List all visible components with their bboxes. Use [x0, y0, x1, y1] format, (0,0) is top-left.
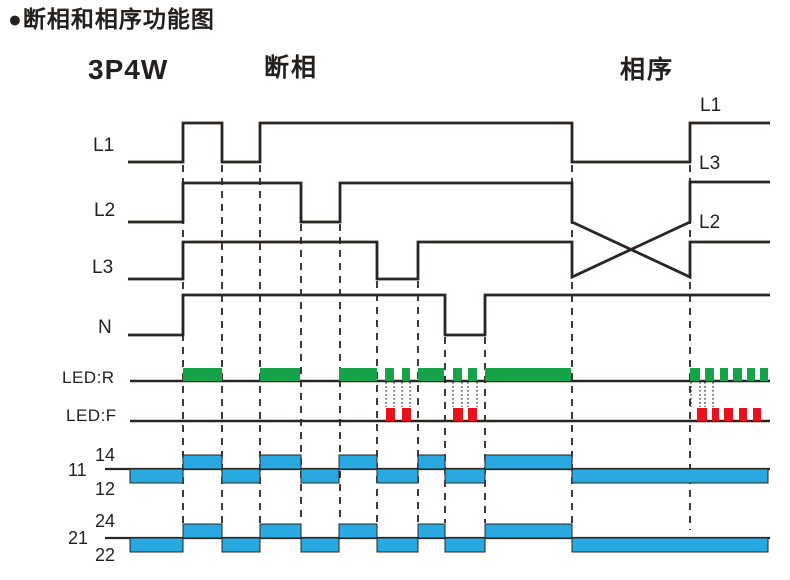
led-r-block — [453, 368, 462, 381]
relay-21-no-block — [417, 523, 446, 539]
led-f-block — [724, 408, 733, 421]
relay-11-nc-block — [376, 468, 419, 484]
relay-11-no-block — [484, 454, 573, 470]
trace-l3 — [128, 180, 770, 281]
relay-11-nc-block — [221, 468, 261, 484]
led-f-block — [697, 408, 707, 421]
led-r-block — [418, 368, 444, 381]
led-fault-label: LED:F — [66, 406, 117, 425]
led-f-block — [739, 408, 747, 421]
relay2-common-label: 21 — [68, 528, 89, 548]
led-f-block — [453, 408, 463, 421]
led-r-block — [385, 368, 394, 381]
relay2-nc-label: 22 — [95, 545, 116, 565]
header-phase-sequence: 相序 — [620, 56, 675, 84]
led-r-block — [733, 368, 742, 381]
relay-11-no-block — [338, 454, 378, 470]
relay-21-no-block — [182, 523, 223, 539]
led-r-block — [747, 368, 755, 381]
led-r-block — [760, 368, 768, 381]
relay-11-no-block — [417, 454, 446, 470]
relay-21-no-block — [338, 523, 378, 539]
trace-l1 — [128, 121, 770, 164]
led-r-block — [183, 368, 222, 381]
led-r-block — [402, 368, 410, 381]
relay-21-nc-block — [129, 537, 184, 553]
page-title: ●断相和相序功能图 — [8, 6, 215, 32]
relay-11-nc-block — [444, 468, 486, 484]
relay1-common-label: 11 — [68, 460, 87, 480]
header-phase-loss: 断相 — [264, 54, 319, 82]
led-f-block — [712, 408, 719, 421]
led-r-block — [720, 368, 728, 381]
relay-21-nc-block — [571, 537, 769, 553]
sequence-label-l3: L3 — [699, 153, 721, 174]
led-run-label: LED:R — [62, 368, 115, 387]
signal-label-l3: L3 — [92, 257, 114, 278]
trace-l2 — [128, 181, 770, 280]
led-f-block — [753, 408, 761, 421]
relay-21-nc-block — [376, 537, 419, 553]
signal-label-l1: L1 — [93, 135, 115, 156]
led-r-block — [690, 368, 700, 381]
sequence-label-l1: L1 — [700, 95, 722, 116]
relay-21-nc-block — [444, 537, 486, 553]
led-f-block — [402, 408, 411, 421]
relay2-no-label: 24 — [95, 511, 116, 531]
signal-label-l2: L2 — [94, 200, 116, 221]
signal-label-n: N — [98, 317, 112, 338]
sequence-label-l2: L2 — [699, 212, 721, 233]
trace-n — [128, 293, 770, 337]
relay1-no-label: 14 — [95, 445, 116, 465]
relay-11-nc-block — [571, 468, 769, 484]
header-system-3p4w: 3P4W — [88, 54, 169, 85]
led-f-block — [386, 408, 395, 421]
led-f-block — [468, 408, 477, 421]
led-r-block — [705, 368, 714, 381]
relay-21-nc-block — [300, 537, 340, 553]
led-r-block — [260, 368, 300, 381]
relay-21-no-block — [484, 523, 573, 539]
relay-11-nc-block — [300, 468, 340, 484]
led-r-block — [468, 368, 477, 381]
relay-11-no-block — [259, 454, 302, 470]
relay-21-nc-block — [221, 537, 261, 553]
relay-11-nc-block — [129, 468, 184, 484]
relay-21-no-block — [259, 523, 302, 539]
led-r-block — [485, 368, 571, 381]
relay1-nc-label: 12 — [95, 479, 116, 499]
relay-11-no-block — [182, 454, 223, 470]
led-r-block — [339, 368, 377, 381]
